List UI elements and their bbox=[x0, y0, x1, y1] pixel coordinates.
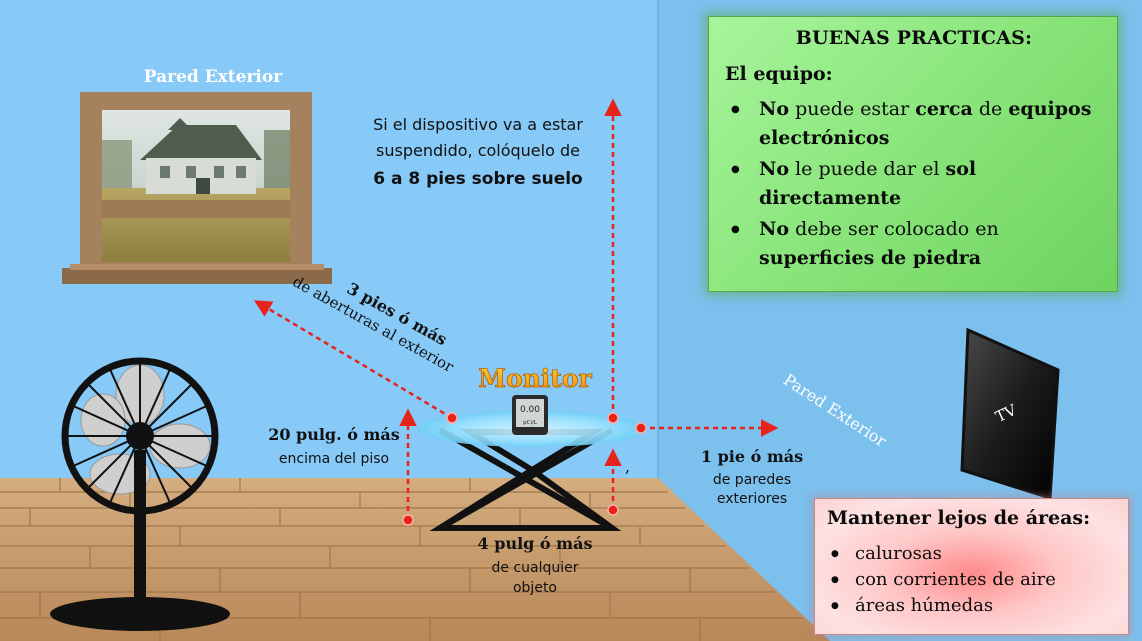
good-practice-item: No puede estar cerca de equipos electrón… bbox=[731, 95, 1103, 153]
wall-note-line2: de paredes bbox=[713, 472, 791, 488]
monitor-device-icon: 0.00 pCi/L bbox=[512, 395, 548, 435]
suspended-line-1: Si el dispositivo va a estar bbox=[373, 115, 583, 134]
suspended-note: Si el dispositivo va a estar suspendido,… bbox=[373, 115, 583, 189]
monitor-reading: 0.00 bbox=[520, 405, 540, 415]
wooden-floor bbox=[0, 478, 830, 641]
good-practice-item: No le puede dar el sol directamente bbox=[731, 155, 1103, 213]
good-practices-list: No puede estar cerca de equipos electrón… bbox=[725, 95, 1103, 273]
object-note-line2: de cualquier bbox=[491, 560, 578, 576]
object-note-bold: 4 pulg ó más bbox=[478, 534, 593, 553]
good-practices-title: BUENAS PRACTICAS: bbox=[795, 27, 1033, 49]
keep-away-title: Mantener lejos de áreas: bbox=[827, 507, 1091, 529]
arrow-to-opening bbox=[253, 300, 453, 420]
table-stand bbox=[429, 427, 622, 531]
monitor-reading-unit: pCi/L bbox=[523, 420, 538, 426]
comma-mark: , bbox=[625, 457, 630, 476]
wall-label-left: Pared Exterior bbox=[144, 67, 283, 87]
window bbox=[62, 92, 332, 284]
keep-away-list: calurosas con corrientes de aire áreas h… bbox=[827, 541, 1118, 619]
wall-note-line3: exteriores bbox=[717, 491, 787, 507]
good-practices-panel: BUENAS PRACTICAS: El equipo: No puede es… bbox=[708, 16, 1118, 292]
suspended-line-3: 6 a 8 pies sobre suelo bbox=[373, 169, 583, 189]
wall-note-bold: 1 pie ó más bbox=[701, 447, 803, 466]
monitor-label: Monitor bbox=[478, 364, 592, 393]
house-icon bbox=[102, 118, 290, 194]
floor-note-bold: 20 pulg. ó más bbox=[268, 425, 400, 444]
object-note-line3: objeto bbox=[513, 580, 557, 596]
floor-note-rest: encima del piso bbox=[279, 451, 389, 467]
keep-away-panel: Mantener lejos de áreas: calurosas con c… bbox=[814, 498, 1129, 635]
keep-away-item: con corrientes de aire bbox=[831, 567, 1118, 593]
keep-away-item: áreas húmedas bbox=[831, 593, 1118, 619]
good-practice-item: No debe ser colocado en superficies de p… bbox=[731, 215, 1103, 273]
good-practices-subtitle: El equipo: bbox=[725, 63, 833, 85]
keep-away-item: calurosas bbox=[831, 541, 1118, 567]
fan-icon bbox=[50, 357, 230, 631]
suspended-line-2: suspendido, colóquelo de bbox=[376, 141, 580, 160]
measurement-arrows bbox=[253, 98, 779, 520]
